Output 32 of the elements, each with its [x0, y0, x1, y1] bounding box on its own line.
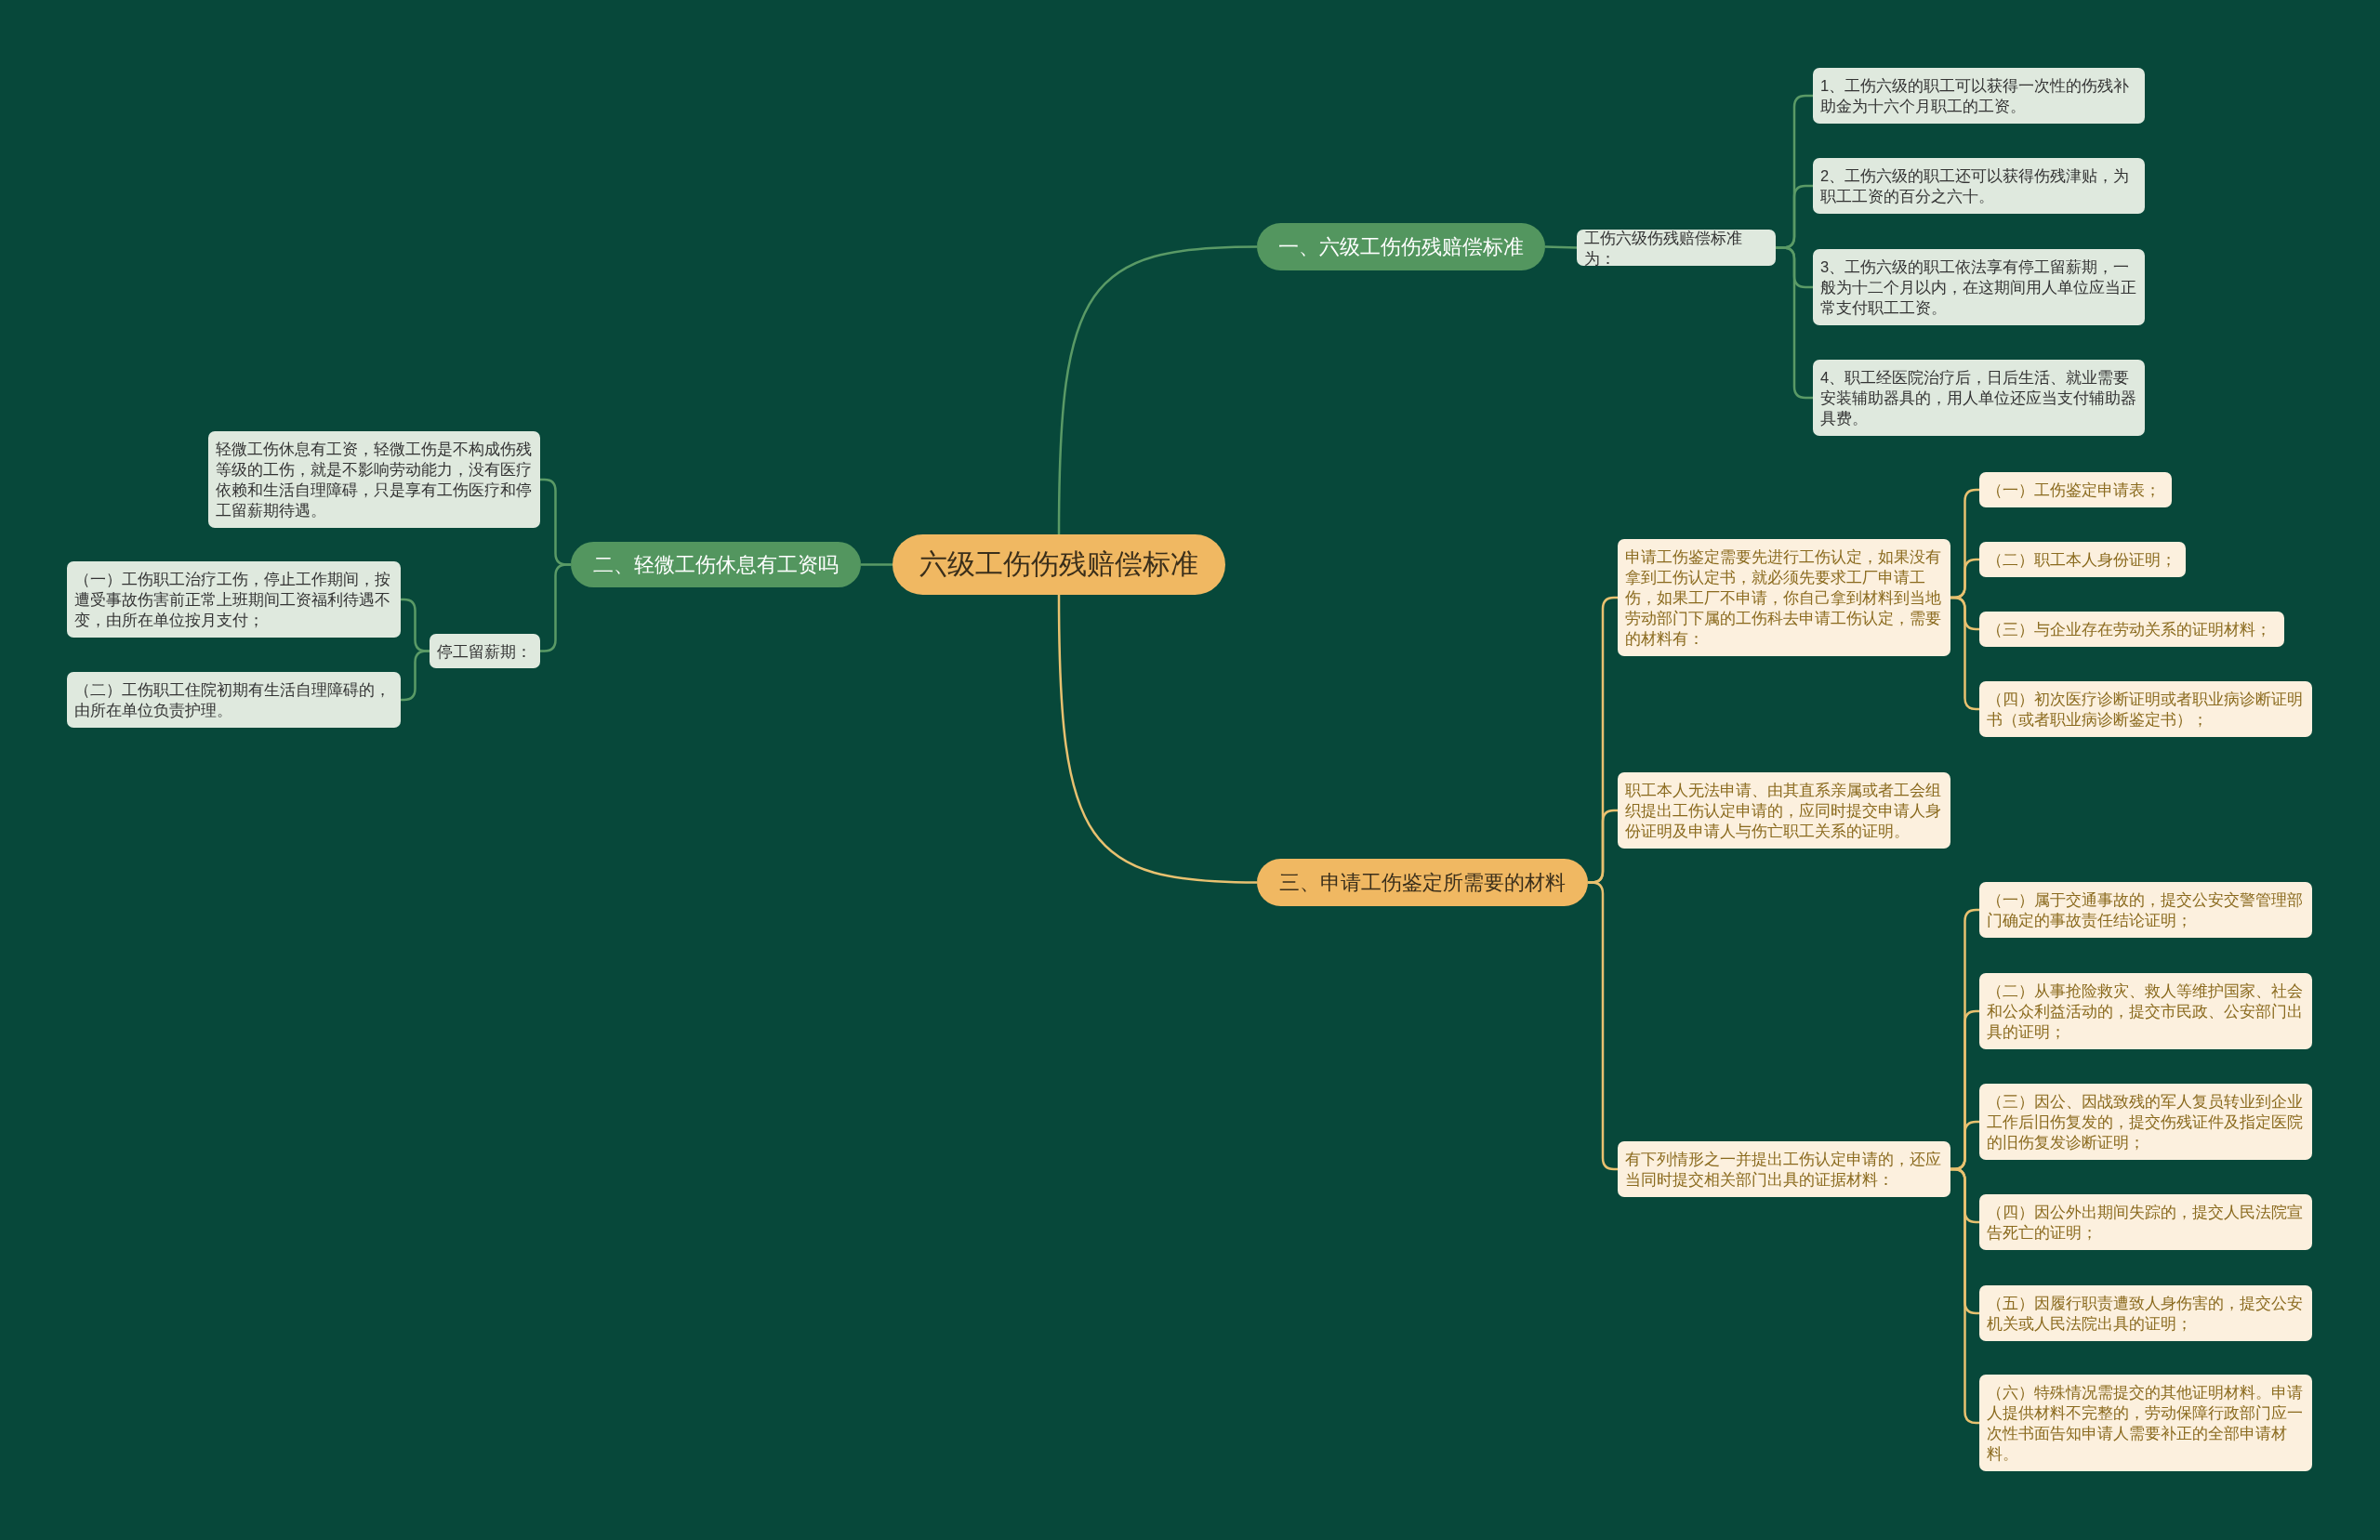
topic-box: （六）特殊情况需提交的其他证明材料。申请人提供材料不完整的，劳动保障行政部门应一次性书面告知申请人需要补正的全部申请材料。 [1979, 1375, 2312, 1471]
connector-line [1057, 595, 1258, 884]
topic-box: （一）属于交通事故的，提交公安交警管理部门确定的事故责任结论证明； [1979, 882, 2312, 938]
topic-box: （二）职工本人身份证明； [1979, 542, 2186, 577]
topic-box: 2、工伤六级的职工还可以获得伤残津贴，为职工工资的百分之六十。 [1813, 158, 2145, 214]
connector-line [1057, 245, 1258, 534]
topic-box: 申请工伤鉴定需要先进行工伤认定，如果没有拿到工伤认定书，就必须先要求工厂申请工伤，如果工厂不申请，你自己拿到材料到当地劳动部门下属的工伤科去申请工伤认定，需要的材料有： [1618, 539, 1950, 656]
connector-line [1776, 246, 1813, 400]
topic-box: 有下列情形之一并提出工伤认定申请的，还应当同时提交相关部门出具的证据材料： [1618, 1141, 1950, 1197]
branch-topic: 二、轻微工伤休息有工资吗 [571, 542, 861, 587]
topic-box: 停工留薪期： [430, 634, 540, 668]
topic-box: （三）与企业存在劳动关系的证明材料； [1979, 612, 2284, 647]
topic-box: 4、职工经医院治疗后，日后生活、就业需要安装辅助器具的，用人单位还应当支付辅助器具费。 [1813, 360, 2145, 436]
topic-box: （二）从事抢险救灾、救人等维护国家、社会和公众利益活动的，提交市民政、公安部门出具的证明； [1979, 973, 2312, 1049]
topic-box: （一）工伤职工治疗工伤，停止工作期间，按遭受事故伤害前正常上班期间工资福利待遇不变，由所在单位按月支付； [67, 561, 401, 638]
topic-box: 职工本人无法申请、由其直系亲属或者工会组织提出工伤认定申请的，应同时提交申请人身份证明及申请人与伤亡职工关系的证明。 [1618, 772, 1950, 849]
branch-topic: 一、六级工伤伤残赔偿标准 [1257, 223, 1545, 270]
topic-box: （一）工伤鉴定申请表； [1979, 472, 2172, 507]
connector-line [1544, 245, 1578, 249]
topic-box: （四）因公外出期间失踪的，提交人民法院宣告死亡的证明； [1979, 1194, 2312, 1250]
connector-line [861, 563, 892, 566]
topic-box: （二）工伤职工住院初期有生活自理障碍的，由所在单位负责护理。 [67, 672, 401, 728]
topic-box: 3、工伤六级的职工依法享有停工留薪期，一般为十二个月以内，在这期间用人单位应当正常支付职工工资。 [1813, 249, 2145, 325]
branch-topic: 三、申请工伤鉴定所需要的材料 [1257, 859, 1588, 906]
connector-line [401, 650, 430, 702]
central-topic: 六级工伤伤残赔偿标准 [892, 534, 1225, 595]
topic-box: 轻微工伤休息有工资，轻微工伤是不构成伤残等级的工伤，就是不影响劳动能力，没有医疗依赖和生活自理障碍，只是享有工伤医疗和停工留薪期待遇。 [208, 431, 540, 528]
topic-box: （四）初次医疗诊断证明或者职业病诊断证明书（或者职业病诊断鉴定书）； [1979, 681, 2312, 737]
topic-box: 工伤六级伤残赔偿标准为： [1577, 230, 1776, 266]
topic-box: （五）因履行职责遭致人身伤害的，提交公安机关或人民法院出具的证明； [1979, 1285, 2312, 1341]
topic-box: （三）因公、因战致残的军人复员转业到企业工作后旧伤复发的，提交伤残证件及指定医院的旧伤复发诊断证明； [1979, 1084, 2312, 1160]
topic-box: 1、工伤六级的职工可以获得一次性的伤残补助金为十六个月职工的工资。 [1813, 68, 2145, 124]
